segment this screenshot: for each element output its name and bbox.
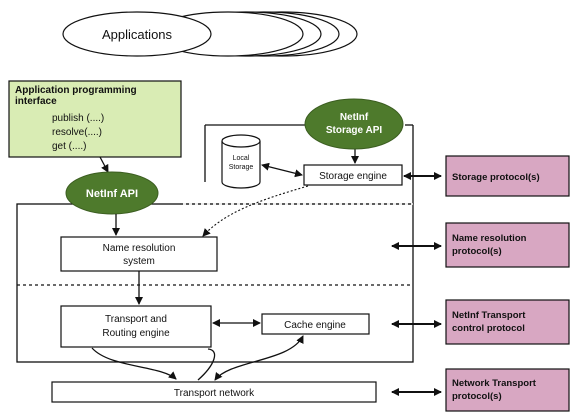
local-storage-line1: Local: [233, 155, 250, 162]
local-storage-cylinder: Local Storage: [221, 134, 261, 189]
api-title-line1: Application programming: [15, 85, 137, 96]
api-to-netinf-api-arrow: [99, 156, 109, 173]
local-storage-line2: Storage: [229, 164, 254, 171]
transport-to-network-curve-1: [91, 347, 177, 380]
storage-api-line1: NetInf: [340, 112, 369, 123]
name-resolution-line2: system: [123, 256, 155, 267]
applications-label: Applications: [102, 27, 173, 42]
protocol-name-resolution-line2: protocol(s): [452, 246, 502, 257]
protocol-netinf-transport-line2: control protocol: [452, 323, 525, 334]
netinf-api: NetInf API: [65, 171, 159, 215]
transport-network-box: [51, 381, 377, 403]
protocol-box-network-transport: Network Transport protocol(s): [445, 368, 570, 412]
api-method-publish: publish (....): [52, 113, 104, 124]
cache-engine-box: [261, 313, 370, 335]
application-ellipse-front: [62, 11, 212, 57]
transport-routing-line1: Transport and: [105, 314, 167, 325]
cache-to-network-curve: [214, 335, 304, 381]
transport-network-label: Transport network: [174, 388, 255, 399]
api-box: Application programming interface publis…: [8, 80, 182, 158]
api-method-get: get (....): [52, 141, 86, 152]
storage-api-line2: Storage API: [326, 125, 383, 136]
netinf-storage-api: NetInf Storage API: [304, 98, 404, 164]
protocol-network-transport-line2: protocol(s): [452, 391, 502, 402]
api-box-rect: [8, 80, 182, 158]
transport-to-network-curve-2: [197, 348, 216, 381]
protocol-network-transport-line1: Network Transport: [452, 378, 537, 389]
protocol-netinf-transport-line1: NetInf Transport: [452, 310, 526, 321]
api-method-resolve: resolve(....): [52, 127, 102, 138]
protocol-box-storage: Storage protocol(s): [445, 155, 570, 197]
transport-routing-box: [60, 305, 212, 348]
netinf-api-label: NetInf API: [86, 188, 138, 200]
local-storage-to-engine-arrow: [261, 162, 303, 178]
storage-engine-box: [303, 164, 403, 186]
storage-region-outline: [204, 124, 414, 204]
name-resolution-line1: Name resolution: [103, 243, 176, 254]
api-title-line2: interface: [15, 96, 57, 107]
applications-stack: Applications: [62, 11, 358, 57]
storage-engine-label: Storage engine: [319, 171, 387, 182]
protocol-box-name-resolution: Name resolution protocol(s): [445, 222, 570, 268]
protocol-box-netinf-transport: NetInf Transport control protocol: [445, 299, 570, 345]
storage-engine-to-name-resolution-dotted: [202, 185, 309, 237]
cache-engine-label: Cache engine: [284, 320, 346, 331]
transport-routing-line2: Routing engine: [102, 328, 170, 339]
protocol-storage-line1: Storage protocol(s): [452, 172, 540, 183]
protocol-name-resolution-line1: Name resolution: [452, 233, 527, 244]
